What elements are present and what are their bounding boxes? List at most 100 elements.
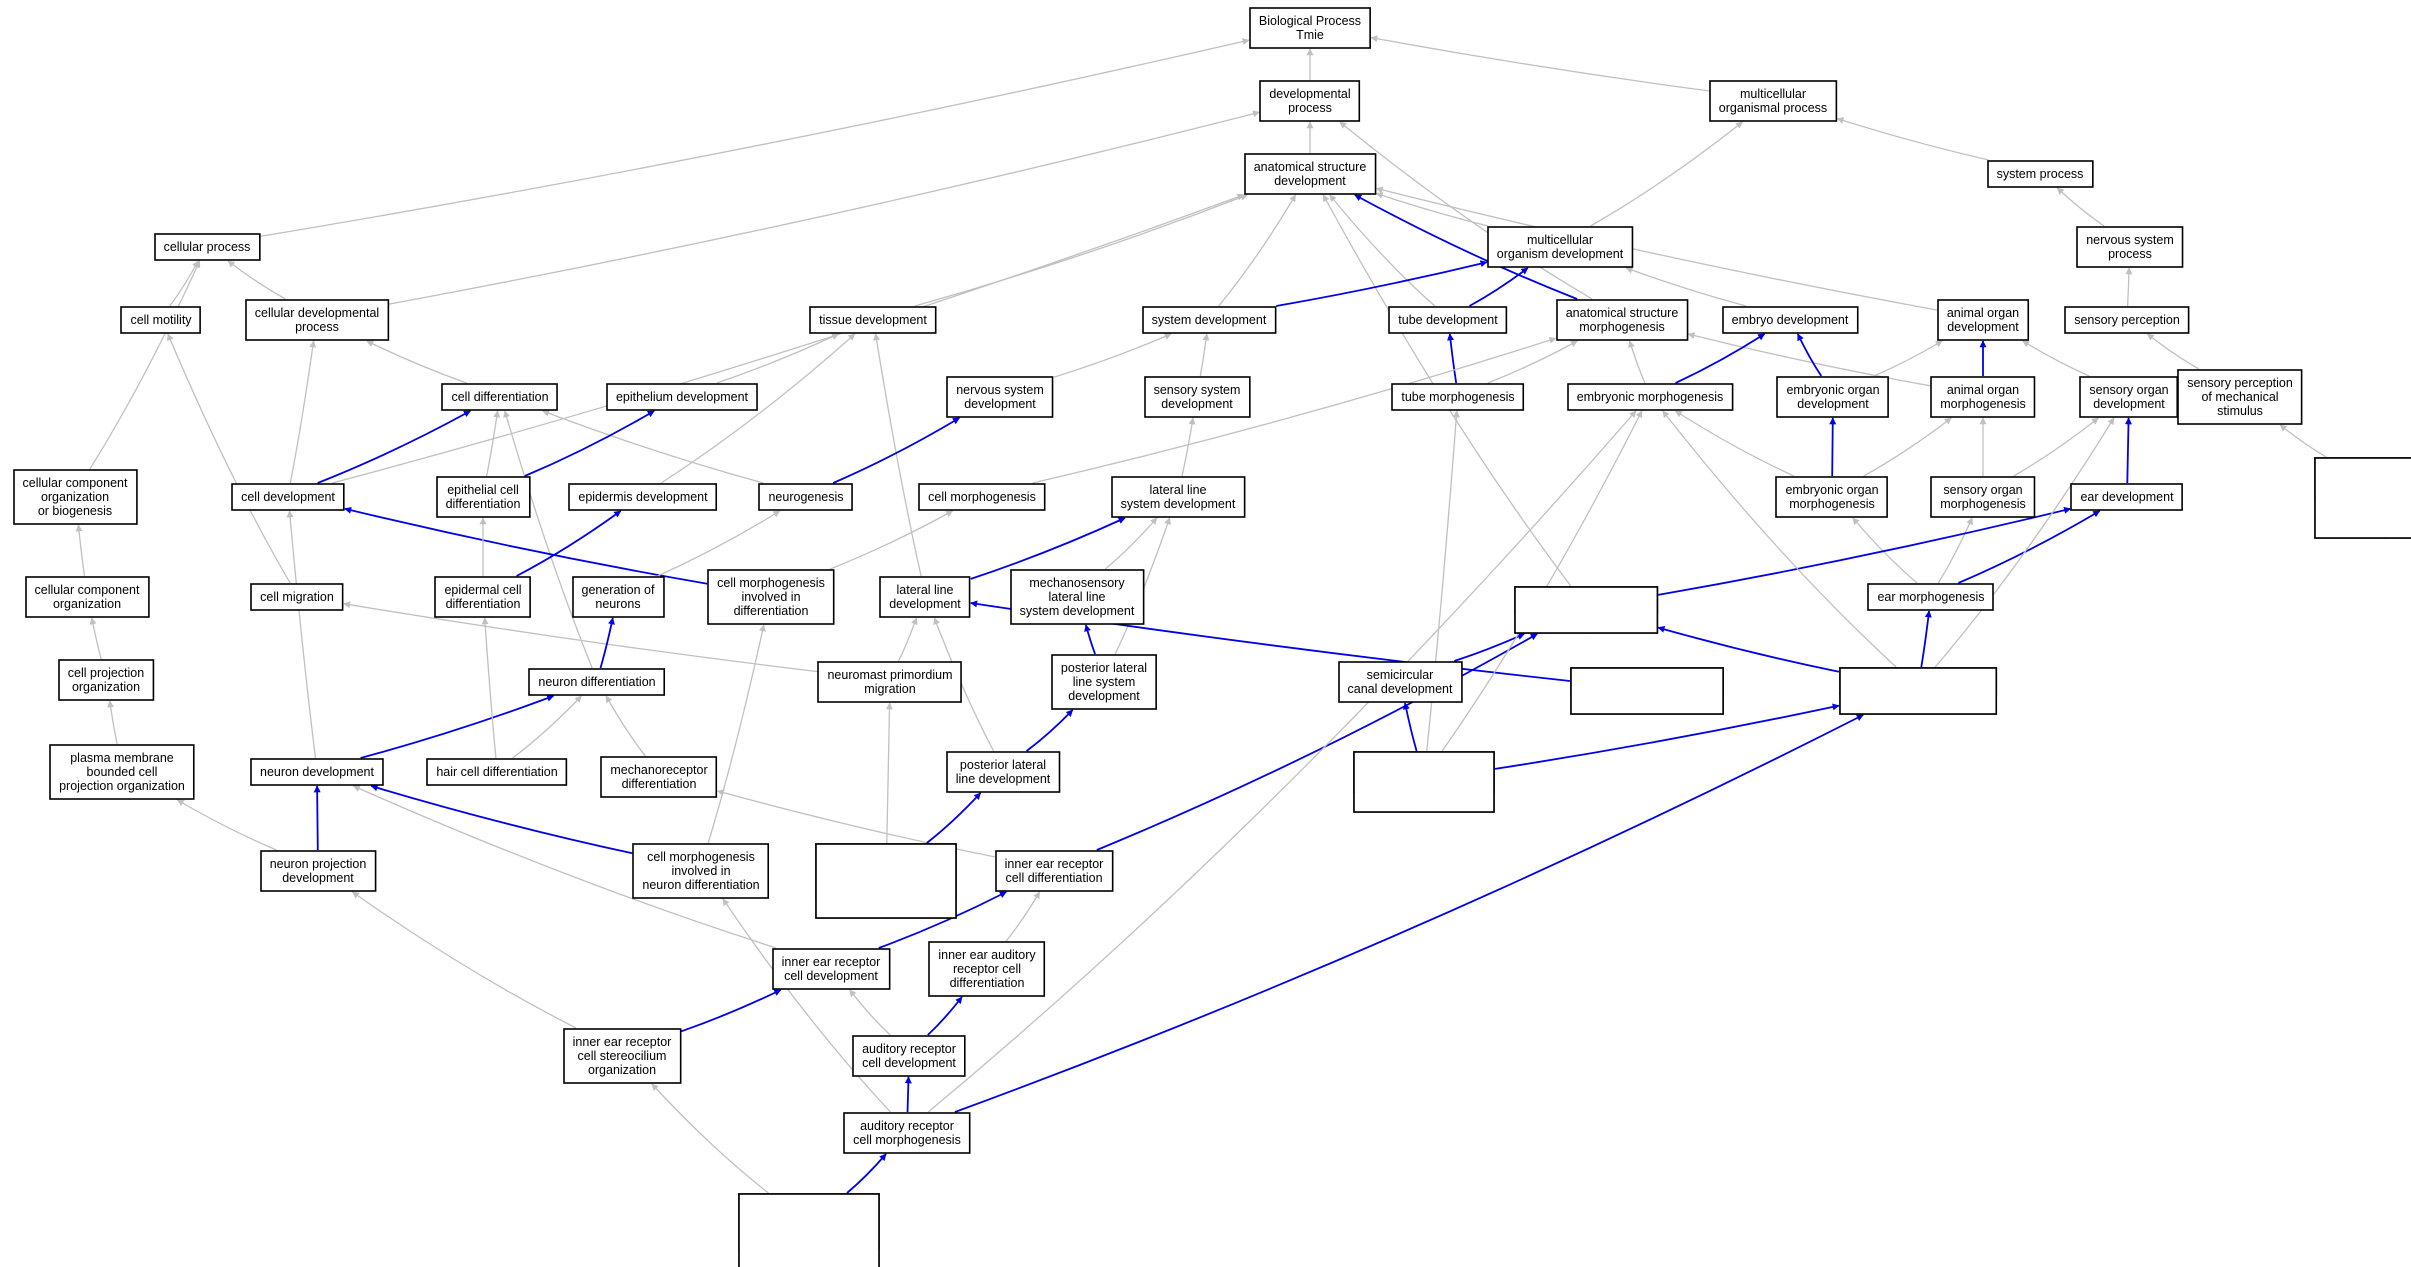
go-term-box	[528, 668, 666, 696]
go-term-cellproc[interactable]: cellular process	[154, 233, 261, 261]
go-term-celldev[interactable]: cell development	[231, 483, 345, 511]
go-term-epiddev[interactable]: epidermis development	[568, 483, 718, 511]
go-term-border	[1514, 586, 1659, 634]
edge-eardev-to-sod	[2124, 417, 2132, 484]
go-term-celldiff[interactable]: cell differentiation	[441, 383, 558, 411]
go-term-tubedev[interactable]: tube development	[1388, 306, 1508, 334]
go-term-cellmig[interactable]: cell migration	[250, 583, 344, 611]
go-term-box	[1388, 306, 1508, 334]
go-term-eardev[interactable]: ear development	[2070, 483, 2183, 511]
go-term-ied[interactable]: inner ear developmentZfishtmie	[1514, 586, 1659, 634]
go-term-iem[interactable]: inner ear morphogenesisMouseTmie	[1839, 667, 1998, 715]
go-term-label: cell motility	[130, 313, 192, 327]
go-term-nmd[interactable]: neuromast developmentZfishtmie	[1570, 667, 1724, 715]
go-term-box	[1987, 160, 2094, 188]
go-term-tissdev[interactable]: tissue development	[809, 306, 937, 334]
go-term-label: neuron differentiation	[538, 675, 655, 689]
go-term-label: mechanoreceptor	[610, 763, 707, 777]
edge-iercdev-to-iercd	[878, 891, 1007, 949]
go-term-label: multicellular	[1740, 87, 1806, 101]
go-term-label: epithelium development	[616, 390, 749, 404]
go-term-neurdiff[interactable]: neuron differentiation	[528, 668, 666, 696]
go-term-label: development	[282, 871, 354, 885]
go-term-sysproc[interactable]: system process	[1987, 160, 2094, 188]
go-term-box	[606, 383, 758, 411]
go-term-tubemorph[interactable]: tube morphogenesis	[1391, 383, 1525, 411]
edge-iearcd-to-iercd	[1005, 891, 1041, 942]
go-term-label: development	[1947, 320, 2019, 334]
go-term-embdev[interactable]: embryo development	[1722, 306, 1859, 334]
edge-ied-to-eardev	[1658, 506, 2072, 596]
go-term-neurogen[interactable]: neurogenesis	[758, 483, 853, 511]
go-term-label: morphogenesis	[1940, 497, 2025, 511]
go-term-label: plasma membrane	[70, 751, 174, 765]
edge-embmorph-to-asm	[1628, 340, 1646, 384]
edge-tubedev-to-asd	[1329, 194, 1436, 307]
go-term-hcd[interactable]: hair cell differentiation	[426, 758, 568, 786]
go-term-box	[918, 483, 1046, 511]
go-term-embmorph[interactable]: embryonic morphogenesis	[1567, 383, 1734, 411]
go-term-neurdev[interactable]: neuron development	[250, 758, 384, 786]
go-term-cellmot[interactable]: cell motility	[120, 306, 201, 334]
go-term-label: lateral line	[897, 583, 954, 597]
go-term-label: epithelial cell	[447, 483, 519, 497]
go-term-label: posterior lateral	[1061, 661, 1147, 675]
edge-aom-to-asm	[1687, 332, 1931, 387]
go-term-border	[815, 843, 957, 919]
go-term-earmorph[interactable]: ear morphogenesis	[1867, 583, 1994, 611]
go-term-epidev[interactable]: epithelium development	[606, 383, 758, 411]
go-term-sysdev[interactable]: system development	[1142, 306, 1277, 334]
go-term-box	[1487, 226, 1634, 268]
go-term-label: process	[1288, 101, 1332, 115]
go-term-cellmorph[interactable]: cell morphogenesis	[918, 483, 1046, 511]
go-term-sensperc[interactable]: sensory perception	[2064, 306, 2190, 334]
go-term-label: process	[2108, 247, 2152, 261]
go-term-label: cellular developmental	[255, 306, 379, 320]
